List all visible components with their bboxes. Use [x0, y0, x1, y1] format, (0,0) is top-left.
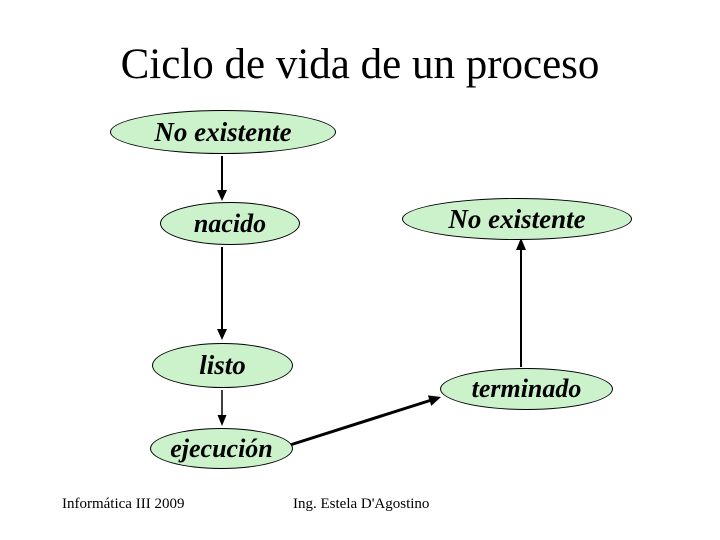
node-label: No existente [154, 116, 292, 147]
arrow-listo-to-ejecucion [217, 390, 227, 426]
arrow-terminado-to-no-existente [516, 238, 526, 367]
node-label: nacido [193, 208, 267, 238]
node-listo: listo [152, 343, 293, 388]
node-terminado: terminado [440, 368, 613, 410]
slide-title: Ciclo de vida de un proceso [120, 41, 600, 88]
footer-course-label: Informática III 2009 [62, 496, 185, 512]
arrow-ejecucion-to-terminado [289, 395, 441, 447]
node-no-existente-right: No existente [402, 198, 632, 240]
node-no-existente-left: No existente [110, 110, 336, 154]
arrow-no-existente-to-nacido [217, 156, 227, 201]
node-label: terminado [471, 374, 582, 403]
node-label: ejecución [170, 433, 273, 463]
node-ejecucion: ejecución [150, 428, 293, 469]
footer-author-label: Ing. Estela D'Agostino [293, 496, 430, 512]
node-label: listo [199, 350, 246, 380]
node-label: No existente [448, 203, 586, 234]
node-nacido: nacido [160, 202, 300, 245]
arrow-nacido-to-listo [217, 247, 227, 340]
